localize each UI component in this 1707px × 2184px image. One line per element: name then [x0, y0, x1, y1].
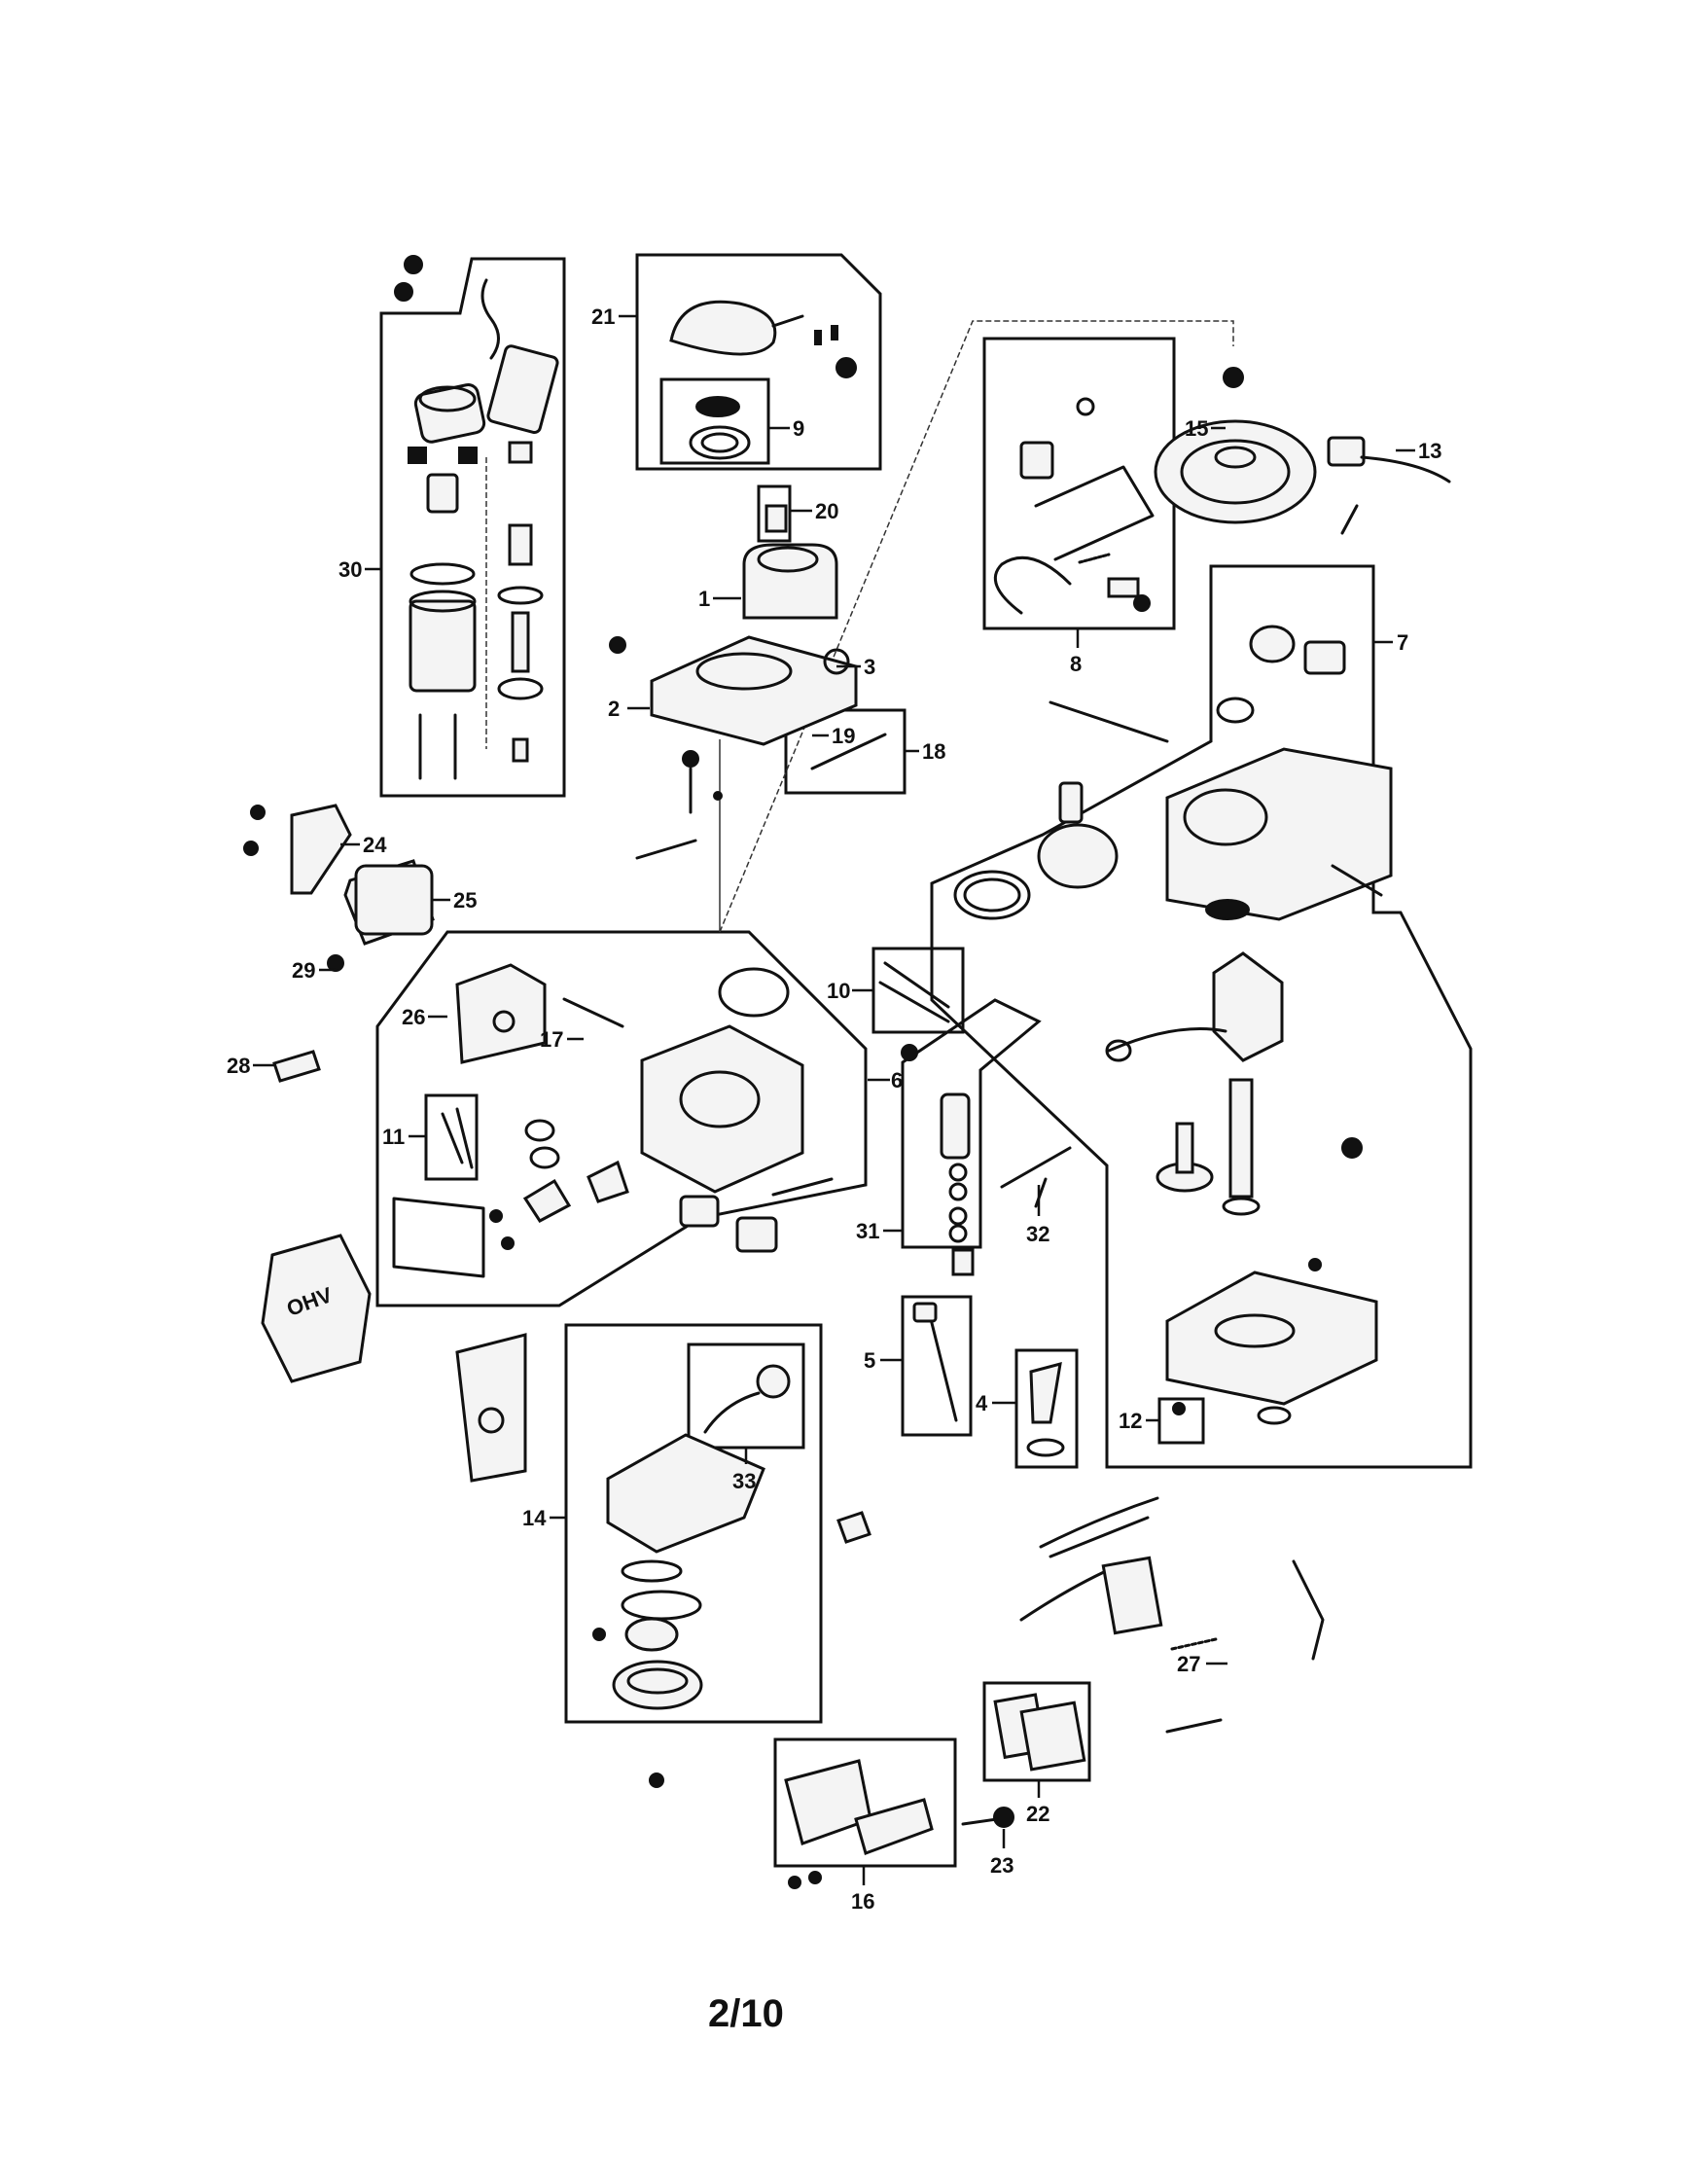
callout-27: 27	[1177, 1652, 1200, 1676]
callout-13: 13	[1418, 439, 1441, 463]
flywheel-parts	[1154, 367, 1451, 535]
group-7-boundary	[930, 564, 1473, 1469]
governor-bracket-parts	[993, 397, 1155, 615]
callout-3: 3	[864, 655, 875, 679]
callout-17: 17	[540, 1027, 563, 1052]
air-cleaner-parts	[784, 1693, 1086, 1889]
callout-28: 28	[227, 1054, 250, 1078]
governor-link	[1049, 700, 1169, 743]
callout-25: 25	[453, 888, 477, 913]
leader-lines	[253, 314, 1415, 1885]
muffler-parts	[243, 804, 435, 1083]
callout-18: 18	[922, 739, 945, 764]
recoil-starter-parts	[669, 300, 857, 460]
callout-16: 16	[851, 1889, 874, 1914]
group-9-box	[659, 377, 770, 465]
callout-11: 11	[382, 1125, 405, 1149]
group-14-box	[564, 1323, 823, 1724]
callout-20: 20	[815, 499, 838, 523]
dipstick-parts	[912, 1302, 1065, 1457]
callout-21: 21	[591, 304, 615, 329]
group-16-box	[773, 1737, 957, 1868]
callout-23: 23	[990, 1853, 1014, 1878]
callout-26: 26	[402, 1005, 425, 1029]
group-6-boundary	[375, 930, 868, 1307]
cylinder-head-parts	[392, 961, 950, 1278]
callout-22: 22	[1026, 1802, 1049, 1826]
callout-29: 29	[292, 958, 315, 983]
callout-8: 8	[1070, 652, 1082, 676]
callout-1: 1	[698, 587, 710, 611]
callout-30: 30	[338, 557, 362, 582]
callout-15: 15	[1185, 416, 1208, 441]
page-number: 2/10	[708, 1992, 784, 2035]
group-30-boundary	[379, 257, 566, 798]
callout-2: 2	[608, 697, 620, 721]
callout-33: 33	[732, 1469, 756, 1493]
starter-motor-parts	[394, 255, 559, 780]
callout-14: 14	[522, 1506, 547, 1530]
group-21-boundary	[635, 253, 882, 471]
control-parts	[1019, 1496, 1325, 1734]
callout-31: 31	[856, 1219, 879, 1243]
group-4-box	[1014, 1348, 1079, 1469]
callout-4: 4	[976, 1391, 988, 1415]
callout-9: 9	[793, 416, 804, 441]
crankcase-parts	[953, 625, 1393, 1425]
shroud-parts	[609, 504, 887, 860]
group-22-box	[982, 1681, 1091, 1782]
callout-32: 32	[1026, 1222, 1049, 1246]
callout-6: 6	[891, 1068, 903, 1092]
group-5-box	[901, 1295, 973, 1437]
callout-19: 19	[832, 724, 855, 748]
callout-24: 24	[363, 833, 387, 857]
group-8-box	[982, 337, 1176, 630]
flywheel-association-line	[719, 320, 1234, 933]
callout-10: 10	[827, 979, 850, 1003]
callout-12: 12	[1119, 1409, 1142, 1433]
callout-7: 7	[1397, 630, 1408, 655]
group-20-box	[757, 484, 792, 543]
valve-cover: OHV	[261, 1234, 372, 1383]
group-10-box	[871, 947, 965, 1034]
callout-5: 5	[864, 1348, 875, 1373]
callout-numbers: 1 2 3 4 5 6 7 8 9 10 11 12 13 14 15 16 1…	[227, 304, 1441, 1914]
group-31-boundary	[901, 998, 1042, 1249]
carburetor-parts	[455, 1333, 871, 1788]
solenoid-parts	[901, 1044, 1072, 1276]
